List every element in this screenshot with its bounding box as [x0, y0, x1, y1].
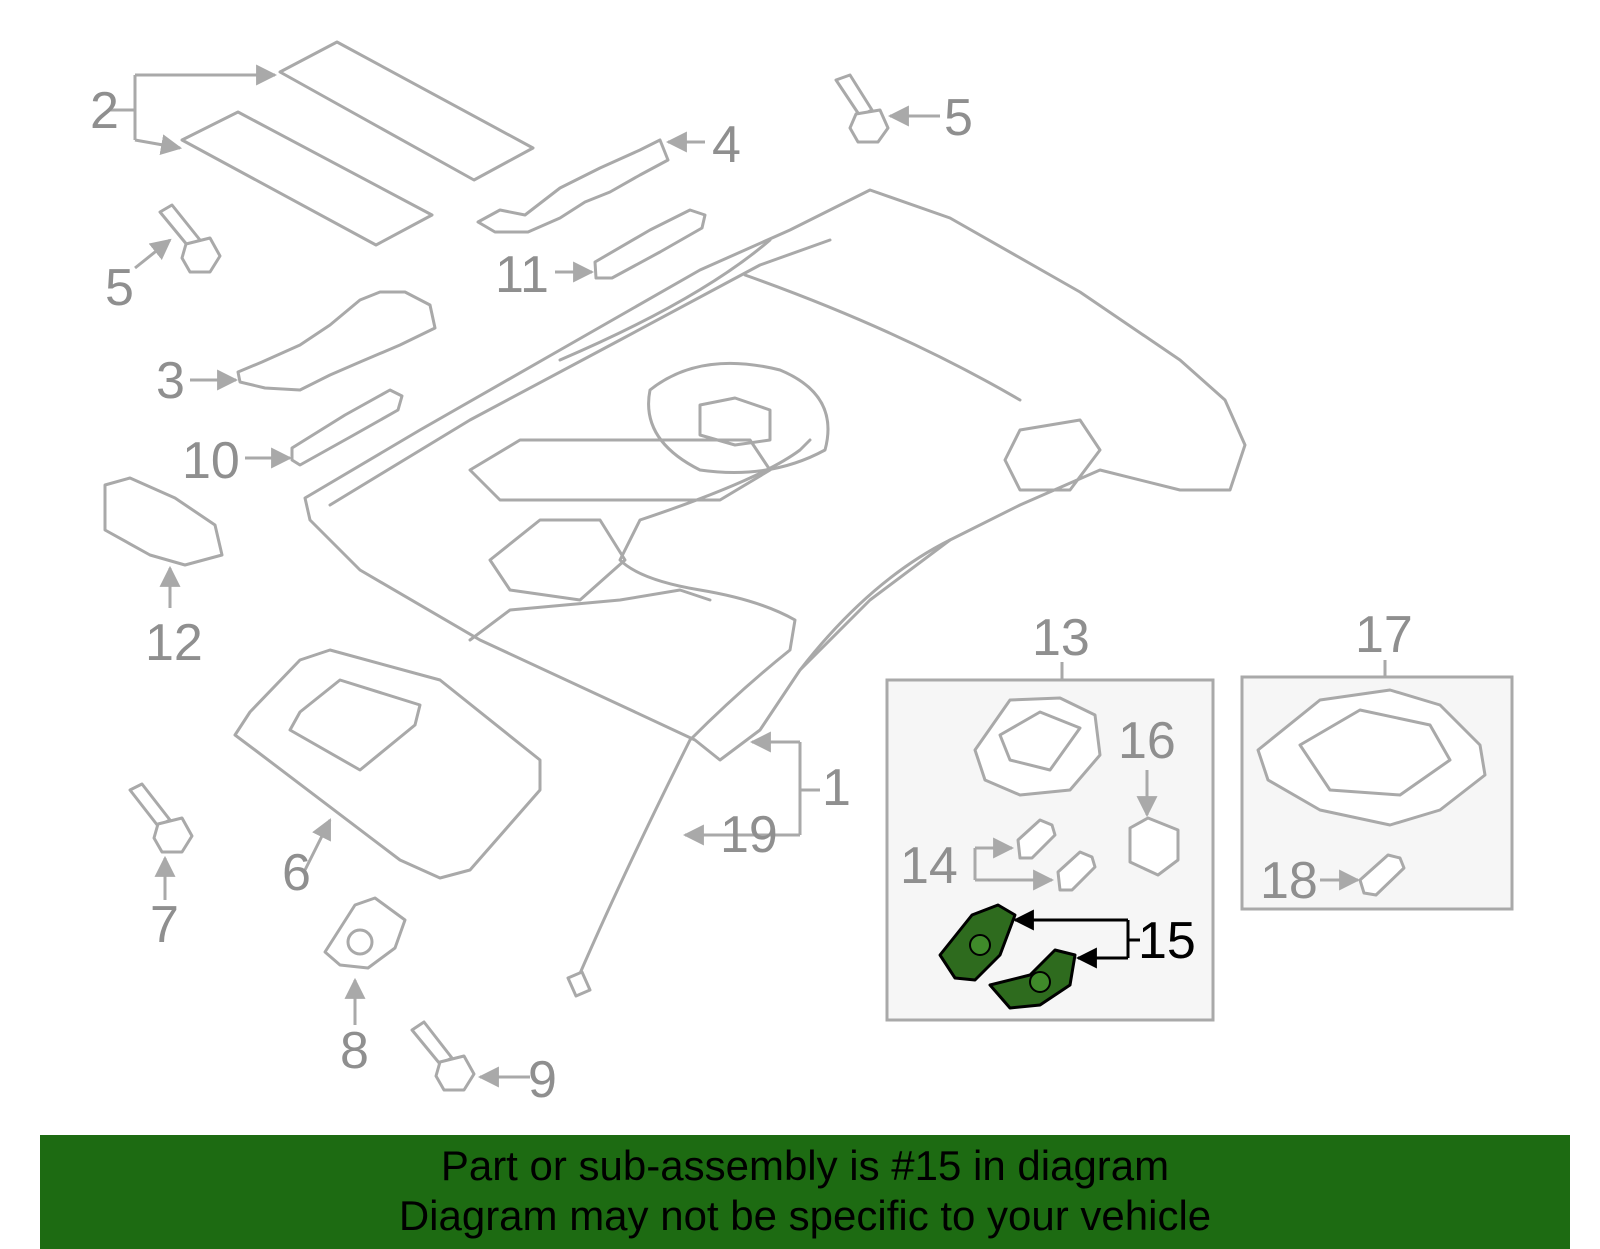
callout-6: 6	[282, 844, 311, 902]
part-5-bolt-left[interactable]	[134, 203, 222, 274]
callout-12: 12	[145, 614, 203, 672]
part-16-socket[interactable]	[1128, 770, 1180, 877]
callout-8: 8	[340, 1022, 369, 1080]
callout-13: 13	[1032, 609, 1090, 667]
part-17-console[interactable]	[1256, 688, 1487, 827]
info-banner: Part or sub-assembly is #15 in diagram D…	[40, 1135, 1570, 1249]
part-2-roof-pads[interactable]	[110, 40, 535, 247]
callout-5-left: 5	[105, 259, 134, 317]
banner-line-part: Part or sub-assembly is #15 in diagram	[440, 1142, 1170, 1189]
callout-16: 16	[1118, 712, 1176, 770]
callout-17: 17	[1355, 606, 1413, 664]
part-15-lens-covers[interactable]	[938, 905, 1140, 1010]
callout-11: 11	[495, 246, 549, 304]
part-8-visor-holder[interactable]	[323, 896, 407, 1025]
part-18-bulb[interactable]	[1320, 853, 1406, 897]
callout-15: 15	[1138, 912, 1196, 970]
callout-9: 9	[528, 1051, 557, 1109]
part-3-bracket[interactable]	[190, 290, 437, 392]
callout-2: 2	[90, 82, 119, 140]
part-10-grab-handle[interactable]	[245, 388, 404, 469]
banner-line-disclaimer: Diagram may not be specific to your vehi…	[398, 1192, 1212, 1239]
part-9-bolt[interactable]	[410, 1020, 530, 1092]
part-6-sun-visor[interactable]	[233, 648, 542, 880]
part-19-wire-harness[interactable]	[468, 438, 812, 998]
callout-5-top: 5	[944, 89, 973, 147]
callout-19: 19	[720, 806, 778, 864]
callout-10: 10	[182, 432, 240, 490]
part-1-headliner[interactable]	[303, 188, 1247, 835]
callout-14: 14	[900, 837, 958, 895]
callout-7: 7	[150, 896, 179, 954]
part-13-lamp-assembly[interactable]	[973, 696, 1102, 797]
part-11-grab-handle[interactable]	[555, 208, 707, 283]
part-4-bracket[interactable]	[476, 131, 705, 234]
callout-1: 1	[822, 759, 851, 817]
part-12-lamp[interactable]	[103, 476, 224, 608]
part-7-bolt[interactable]	[128, 782, 194, 900]
part-5-bolt-top[interactable]	[834, 73, 940, 144]
callout-3: 3	[156, 352, 185, 410]
callout-18: 18	[1260, 852, 1318, 910]
callout-4: 4	[712, 116, 741, 174]
part-14-bulbs[interactable]	[973, 818, 1097, 892]
